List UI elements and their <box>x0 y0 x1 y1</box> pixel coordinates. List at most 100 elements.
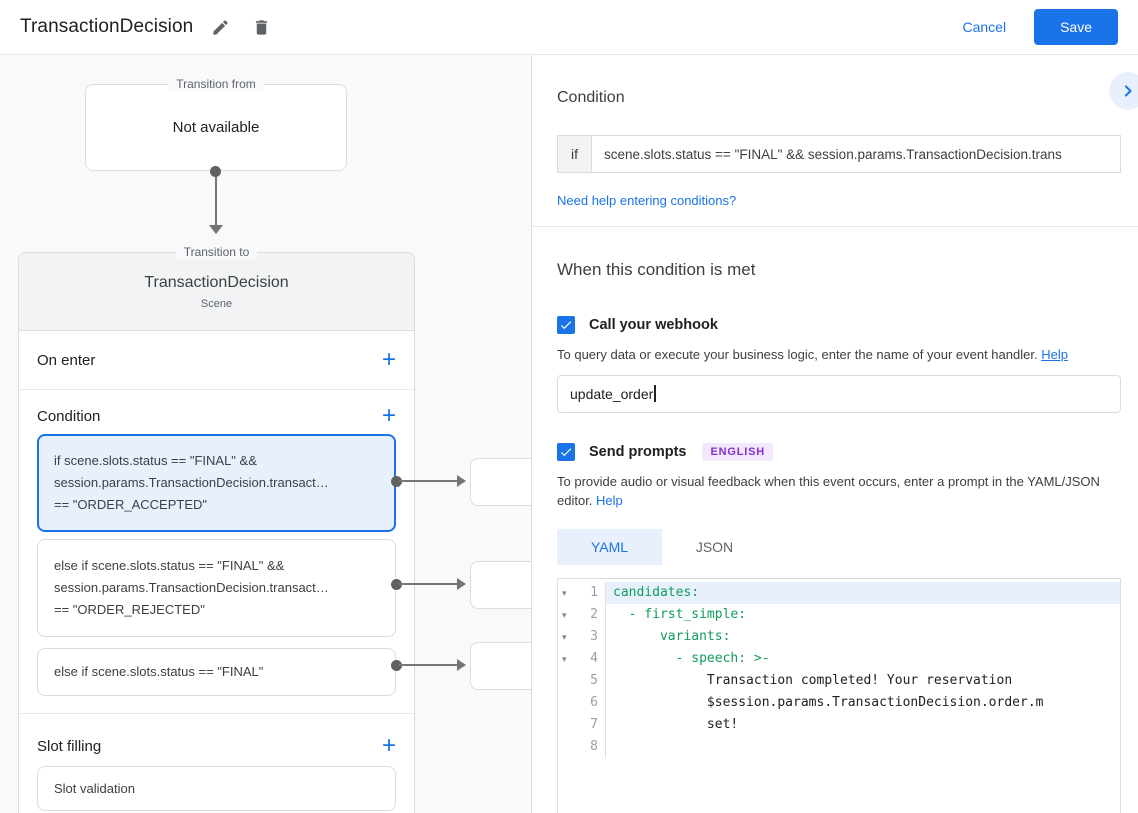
slot-validation-card[interactable]: Slot validation <box>37 766 396 811</box>
code-line: 8 <box>558 735 1120 758</box>
when-condition-met-title: When this condition is met <box>557 260 756 279</box>
slot-filling-label: Slot filling <box>37 737 102 755</box>
transition-target-box[interactable] <box>470 642 531 690</box>
condition-section-header: Condition + <box>19 390 414 434</box>
on-enter-label: On enter <box>37 351 96 369</box>
condition-card-selected[interactable]: if scene.slots.status == "FINAL" && sess… <box>37 434 396 532</box>
condition-expression-row: if scene.slots.status == "FINAL" && sess… <box>557 135 1121 173</box>
webhook-label: Call your webhook <box>589 317 718 333</box>
webhook-checkbox-row: Call your webhook <box>557 316 1122 334</box>
panel-title: Condition <box>557 89 625 106</box>
arrow-right-icon <box>457 475 466 487</box>
line-number: 2 <box>590 606 598 622</box>
arrow-right-icon <box>457 578 466 590</box>
code-text: - first_simple: <box>613 606 747 622</box>
prompts-description: To provide audio or visual feedback when… <box>557 473 1121 511</box>
add-condition-icon[interactable]: + <box>381 402 396 429</box>
if-prefix: if <box>558 136 592 172</box>
webhook-description: To query data or execute your business l… <box>557 346 1121 365</box>
connector-dot <box>210 166 221 177</box>
webhook-help-link[interactable]: Help <box>1041 347 1068 362</box>
condition-text: else if scene.slots.status == "FINAL" && <box>54 558 285 573</box>
on-enter-section: On enter + <box>19 331 414 390</box>
divider <box>532 226 1138 227</box>
tab-json[interactable]: JSON <box>695 538 734 555</box>
webhook-checkbox[interactable] <box>557 316 575 334</box>
transition-from-value: Not available <box>172 119 260 136</box>
transition-target-box[interactable] <box>470 458 531 506</box>
transition-from-box[interactable]: Transition from Not available <box>85 77 347 171</box>
connector-dot <box>391 579 402 590</box>
conditions-help-link[interactable]: Need help entering conditions? <box>557 193 737 208</box>
prompts-checkbox[interactable] <box>557 442 575 461</box>
webhook-handler-value: update_order <box>570 385 654 402</box>
prompts-checkbox-row: Send prompts ENGLISH <box>557 442 1122 461</box>
arrow-right-icon <box>457 659 466 671</box>
condition-text: if scene.slots.status == "FINAL" && <box>54 453 257 468</box>
code-line: 5 Transaction completed! Your reservatio… <box>558 669 1120 692</box>
connector-line <box>215 177 217 225</box>
transition-from-label: Transition from <box>168 77 264 91</box>
delete-icon[interactable] <box>248 14 275 41</box>
line-number: 3 <box>590 628 598 644</box>
edit-icon[interactable] <box>207 14 234 41</box>
slot-filling-section-header: Slot filling + <box>19 714 414 764</box>
webhook-handler-input[interactable]: update_order <box>557 374 1121 413</box>
chevron-right-icon <box>1124 85 1132 97</box>
code-text <box>606 736 1120 758</box>
scene-header[interactable]: TransactionDecision Scene <box>19 253 414 331</box>
code-text: candidates: <box>606 581 1120 604</box>
scene-diagram: Transition from Not available Transition… <box>0 55 532 813</box>
line-number: 8 <box>590 738 598 754</box>
line-number: 6 <box>590 694 598 710</box>
line-number: 5 <box>590 672 598 688</box>
transition-target-box[interactable] <box>470 561 531 609</box>
save-button[interactable]: Save <box>1034 9 1118 45</box>
line-number: 4 <box>590 650 598 666</box>
prompts-label: Send prompts <box>589 443 687 460</box>
code-line: ▾ 1 candidates: <box>558 581 1120 604</box>
tab-yaml[interactable]: YAML <box>557 528 662 565</box>
divider <box>19 713 414 714</box>
arrow-down-icon <box>209 225 223 234</box>
code-text: - speech: >- <box>613 650 770 666</box>
collapse-panel-button[interactable] <box>1109 72 1138 110</box>
condition-text: session.params.TransactionDecision.trans… <box>54 580 329 595</box>
prompts-help-link[interactable]: Help <box>596 492 623 508</box>
fold-arrow-icon[interactable]: ▾ <box>562 609 567 620</box>
condition-expression-input[interactable]: scene.slots.status == "FINAL" && session… <box>604 146 1062 162</box>
connector-dot <box>391 476 402 487</box>
yaml-editor[interactable]: ▾ 1 candidates: ▾ 2 - first_simple: ▾ 3 var… <box>557 577 1121 813</box>
condition-text: else if scene.slots.status == "FINAL" <box>54 664 264 679</box>
code-text: Transaction completed! Your reservation <box>613 672 1013 688</box>
condition-card[interactable]: else if scene.slots.status == "FINAL" &&… <box>37 539 396 637</box>
page-title: TransactionDecision <box>20 16 194 37</box>
webhook-description-text: To query data or execute your business l… <box>557 347 1038 362</box>
code-line: ▾ 4 - speech: >- <box>558 647 1120 670</box>
condition-card[interactable]: else if scene.slots.status == "FINAL" <box>37 648 396 696</box>
check-icon <box>560 448 572 456</box>
condition-text: == "ORDER_REJECTED" <box>54 602 205 617</box>
fold-arrow-icon[interactable]: ▾ <box>562 653 567 664</box>
fold-arrow-icon[interactable]: ▾ <box>562 587 567 598</box>
code-text: variants: <box>613 628 731 644</box>
connector-line <box>399 583 457 585</box>
code-line: 6 $session.params.TransactionDecision.or… <box>558 691 1120 714</box>
connector-line <box>399 664 457 666</box>
line-number: 7 <box>590 716 598 732</box>
text-cursor <box>654 385 656 403</box>
cancel-button[interactable]: Cancel <box>962 19 1007 35</box>
code-line: ▾ 2 - first_simple: <box>558 603 1120 626</box>
fold-arrow-icon[interactable]: ▾ <box>562 631 567 642</box>
transition-to-card: Transition to TransactionDecision Scene … <box>18 245 415 813</box>
code-text: set! <box>613 716 739 732</box>
add-slot-icon[interactable]: + <box>381 732 396 759</box>
line-number: 1 <box>590 584 598 600</box>
top-bar: TransactionDecision Cancel Save <box>0 0 1138 55</box>
code-text: $session.params.TransactionDecision.orde… <box>613 694 1044 710</box>
language-badge: ENGLISH <box>702 442 773 461</box>
scene-type: Scene <box>200 297 233 310</box>
condition-label: Condition <box>37 407 101 425</box>
add-on-enter-icon[interactable]: + <box>381 346 396 373</box>
